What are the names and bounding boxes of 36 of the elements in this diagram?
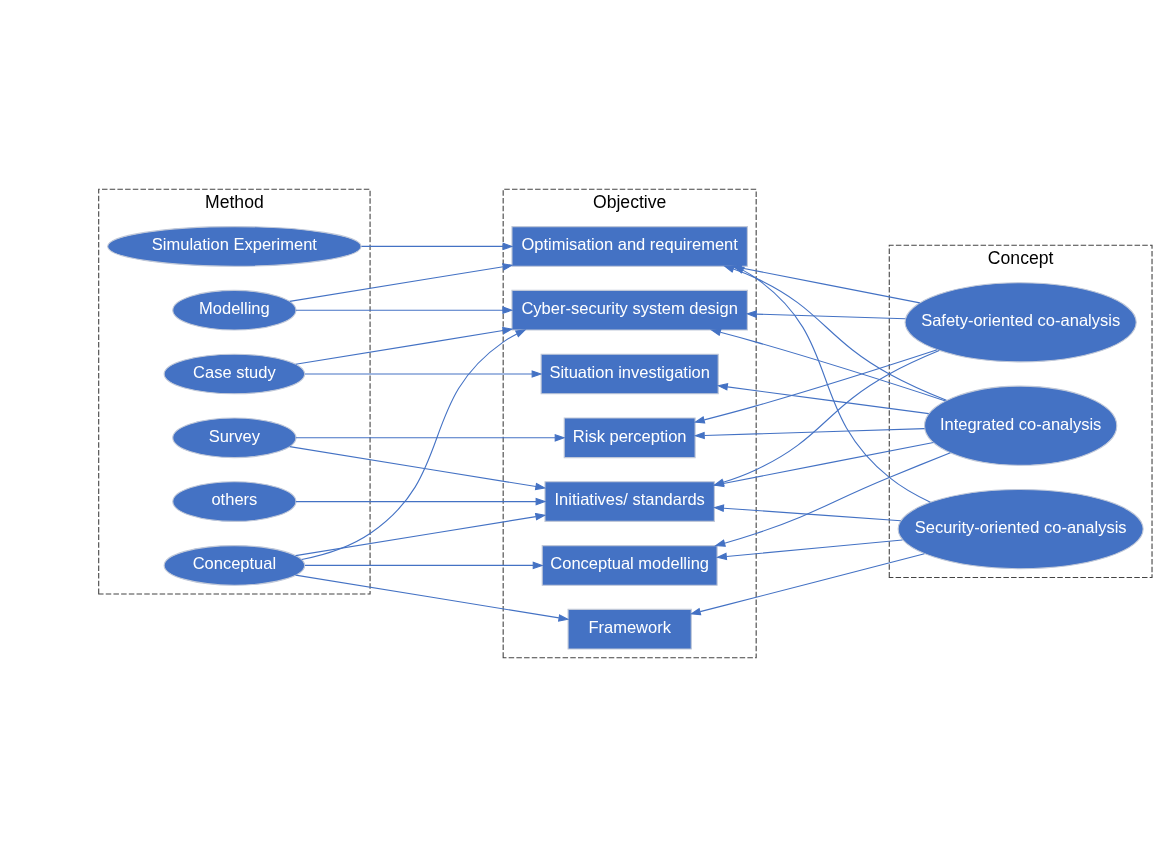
- arrow: [301, 329, 527, 561]
- node-box: Framework: [567, 608, 692, 650]
- arrow: [295, 306, 514, 315]
- node-box: Optimisation and requirement: [511, 226, 748, 267]
- arrow: [713, 504, 902, 522]
- node-box: Risk perception: [563, 417, 696, 459]
- arrow: [289, 446, 547, 491]
- node-ellipse: Conceptual: [163, 545, 306, 586]
- arrow: [295, 512, 547, 557]
- arrow: [693, 349, 938, 424]
- arrow: [304, 561, 544, 570]
- node-box: Conceptual modelling: [541, 545, 718, 586]
- arrow: [745, 310, 906, 320]
- node-ellipse: Survey: [172, 417, 297, 459]
- arrow: [716, 383, 930, 415]
- node-ellipse: Case study: [163, 353, 306, 395]
- arrow: [289, 263, 514, 302]
- node-box: Cyber-security system design: [511, 289, 748, 331]
- node-ellipse: Modelling: [172, 289, 297, 331]
- arrow: [693, 428, 926, 440]
- arrow: [304, 370, 543, 378]
- node-ellipse: Simulation Experiment: [107, 226, 362, 267]
- arrow: [715, 539, 903, 561]
- arrow: [295, 326, 514, 365]
- arrow: [295, 574, 570, 622]
- arrow: [709, 328, 947, 402]
- node-box: Initiatives/ standards: [544, 481, 715, 522]
- arrow: [360, 242, 514, 251]
- node-ellipse: Security-oriented co-analysis: [897, 488, 1144, 570]
- arrow: [295, 497, 547, 506]
- arrow: [689, 553, 926, 616]
- node-ellipse: Integrated co-analysis: [923, 385, 1118, 466]
- node-ellipse: others: [172, 481, 297, 522]
- node-box: Situation investigation: [540, 353, 719, 395]
- node-ellipse: Safety-oriented co-analysis: [904, 282, 1137, 363]
- arrow: [295, 433, 566, 442]
